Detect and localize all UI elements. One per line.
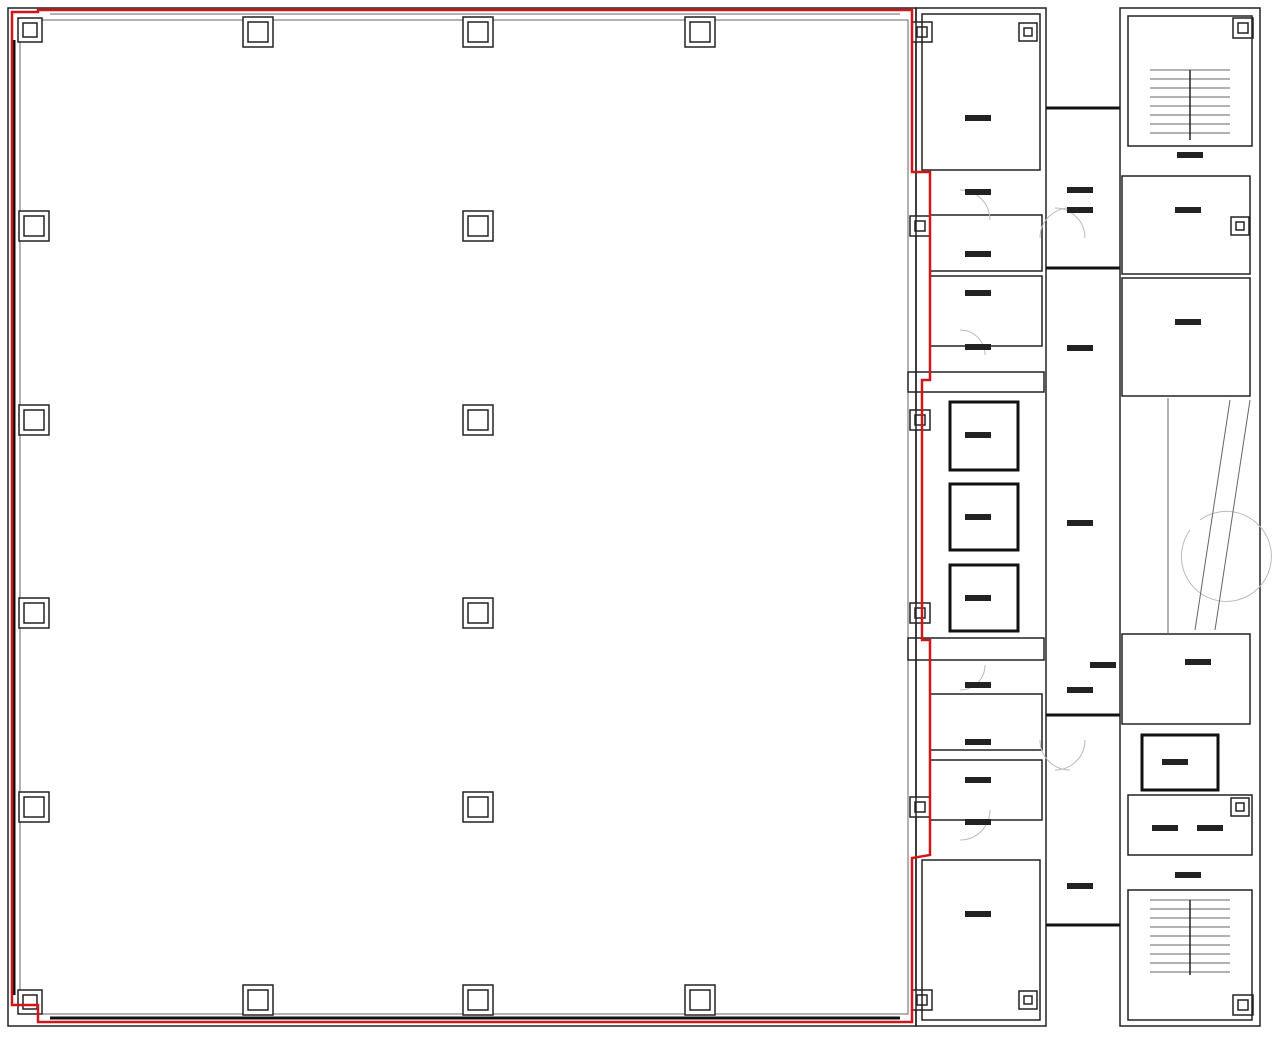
- column: [242, 984, 274, 1016]
- column: [462, 597, 494, 629]
- column: [1230, 216, 1250, 236]
- column: [462, 984, 494, 1016]
- room-label: [1177, 152, 1203, 158]
- column: [462, 404, 494, 436]
- column: [17, 17, 43, 43]
- room-label: [1067, 520, 1093, 526]
- room-label: [1175, 319, 1201, 325]
- room-label: [1067, 687, 1093, 693]
- column: [1018, 990, 1038, 1010]
- room-label: [965, 432, 991, 438]
- room-label: [965, 189, 991, 195]
- room-label: [965, 682, 991, 688]
- room-label: [1067, 187, 1093, 193]
- column: [684, 16, 716, 48]
- column: [1232, 994, 1254, 1016]
- room-label: [965, 739, 991, 745]
- structural-columns: [17, 16, 1254, 1016]
- column: [1230, 797, 1250, 817]
- room-label: [1162, 759, 1188, 765]
- room-label: [1067, 345, 1093, 351]
- east-block: [1119, 7, 1272, 1027]
- room-label: [965, 514, 991, 520]
- room-label: [965, 251, 991, 257]
- room-label: [1090, 662, 1116, 668]
- room-label: [965, 344, 991, 350]
- column: [18, 404, 50, 436]
- column: [18, 791, 50, 823]
- room-labels: [965, 115, 1223, 917]
- column: [462, 16, 494, 48]
- column: [242, 16, 274, 48]
- column: [684, 984, 716, 1016]
- column: [18, 210, 50, 242]
- room-label: [965, 290, 991, 296]
- room-label: [1067, 207, 1093, 213]
- room-label: [1197, 825, 1223, 831]
- column: [462, 791, 494, 823]
- service-core: [907, 7, 1120, 1027]
- room-label: [1175, 207, 1201, 213]
- room-label: [965, 819, 991, 825]
- column: [909, 796, 931, 818]
- exterior-walls: [7, 7, 917, 1027]
- column: [18, 597, 50, 629]
- leasable-area-outline: [10, 8, 932, 1024]
- room-label: [965, 777, 991, 783]
- room-label: [965, 115, 991, 121]
- room-label: [1185, 659, 1211, 665]
- stair-treads: [1150, 69, 1230, 975]
- column: [909, 602, 931, 624]
- room-label: [1175, 872, 1201, 878]
- column: [1018, 22, 1038, 42]
- room-label: [965, 911, 991, 917]
- column: [1232, 17, 1254, 39]
- column: [909, 215, 931, 237]
- room-label: [1152, 825, 1178, 831]
- column: [909, 409, 931, 431]
- room-label: [1067, 883, 1093, 889]
- room-label: [965, 595, 991, 601]
- column: [462, 210, 494, 242]
